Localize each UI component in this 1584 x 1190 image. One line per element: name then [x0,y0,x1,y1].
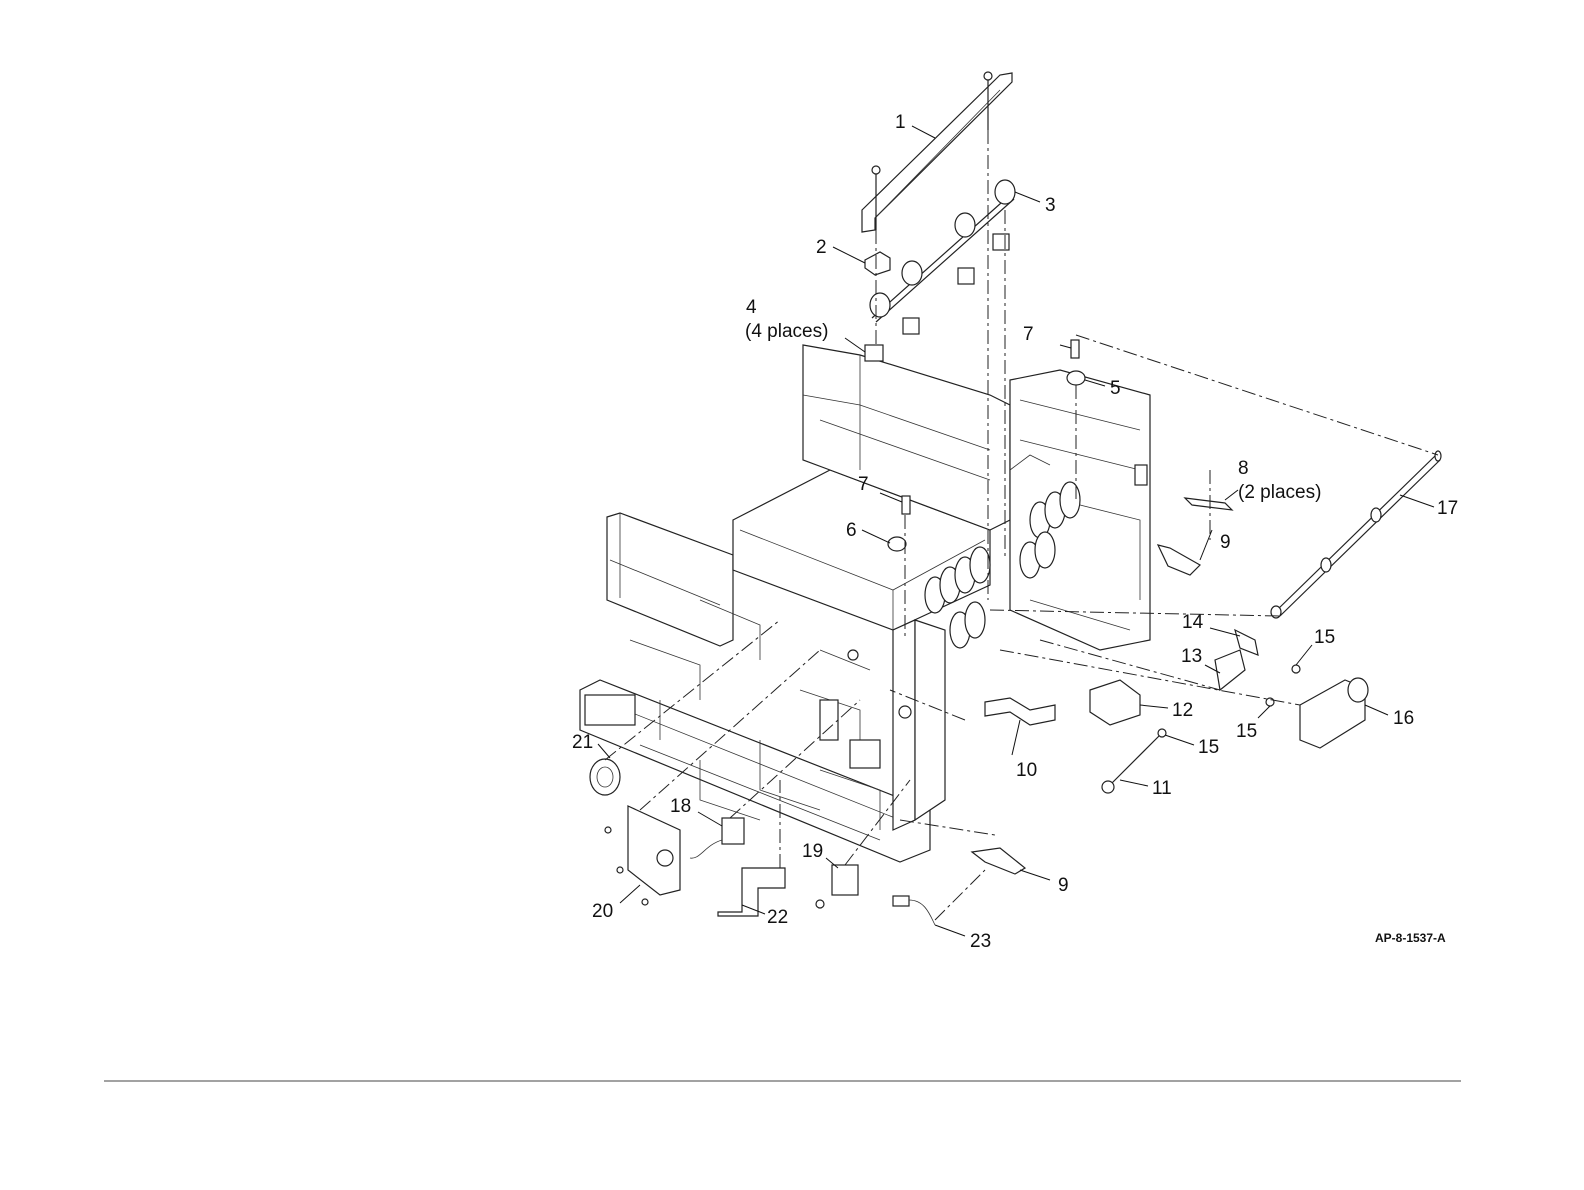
callout-7-top: 7 [1023,324,1034,345]
part-23-harness [893,896,935,925]
callout-6: 6 [846,520,857,541]
part-13-14-links [1215,630,1258,690]
callout-9-upper: 9 [1220,532,1231,553]
callout-19: 19 [802,841,823,862]
callout-4-places: (4 places) [745,321,828,342]
part-19-sensor [816,865,858,908]
callout-13: 13 [1181,646,1202,667]
part-18-sensor [690,818,744,858]
part-1-bracket [862,72,1012,232]
callout-7-middle: 7 [858,474,869,495]
callout-5: 5 [1110,378,1121,399]
callout-15-top: 15 [1314,627,1335,648]
callout-17: 17 [1437,498,1458,519]
callout-2: 2 [816,237,827,258]
part-6-bearing [888,537,906,551]
callout-1: 1 [895,112,906,133]
part-17-shaft [1271,451,1441,618]
part-21-gear [590,759,620,795]
figure-reference-code: AP-8-1537-A [1375,931,1446,945]
callout-14: 14 [1182,612,1204,633]
part-16-motor [1300,678,1368,748]
part-20-motor-bracket [605,806,680,905]
callout-21: 21 [572,732,593,753]
callout-10: 10 [1016,760,1037,781]
callout-18: 18 [670,796,691,817]
callout-4: 4 [746,297,757,318]
part-12-holder [1090,680,1140,725]
callout-8: 8 [1238,458,1249,479]
callout-11: 11 [1152,778,1172,799]
callout-12: 12 [1172,700,1193,721]
callout-22: 22 [767,907,788,928]
callout-20: 20 [592,901,613,922]
callout-16: 16 [1393,708,1414,729]
callout-15-middle: 15 [1236,721,1257,742]
callout-3: 3 [1045,195,1056,216]
callout-23: 23 [970,931,991,952]
main-frame-assembly [580,345,1150,862]
callout-8-places: (2 places) [1238,482,1321,503]
part-2-clip [865,252,890,275]
callout-15-lower: 15 [1198,737,1219,758]
part-5-bearing [1067,371,1085,385]
callout-9-lower: 9 [1058,875,1069,896]
